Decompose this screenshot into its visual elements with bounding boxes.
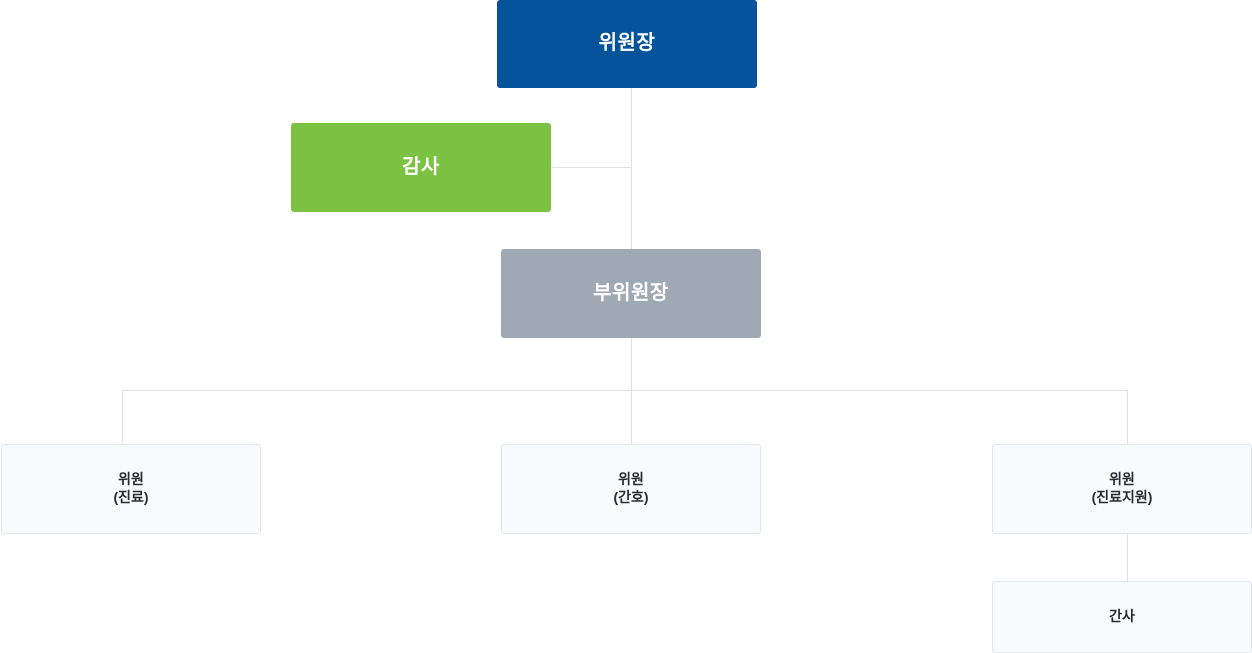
connector-chair-to-vice — [631, 88, 632, 249]
node-secretary-label: 간사 — [1109, 608, 1135, 625]
node-auditor-label: 감사 — [402, 155, 440, 178]
node-vice-chairman-label: 부위원장 — [593, 281, 669, 304]
node-secretary[interactable]: 간사 — [992, 581, 1252, 653]
connector-bus-to-member-support — [1127, 390, 1128, 444]
connector-chair-to-audit — [551, 167, 632, 168]
connector-vice-to-bus — [631, 338, 632, 390]
node-member-nursing-label: 위원 (간호) — [613, 471, 649, 505]
connector-member-bus — [122, 390, 1128, 391]
node-chairman-label: 위원장 — [598, 32, 656, 55]
node-member-support[interactable]: 위원 (진료지원) — [992, 444, 1252, 534]
connector-bus-to-member-medical — [122, 390, 123, 444]
node-chairman[interactable]: 위원장 — [497, 0, 757, 88]
connector-support-to-secretary — [1127, 534, 1128, 581]
node-member-medical[interactable]: 위원 (진료) — [1, 444, 261, 534]
node-auditor[interactable]: 감사 — [291, 123, 551, 212]
node-vice-chairman[interactable]: 부위원장 — [501, 249, 761, 338]
node-member-support-label: 위원 (진료지원) — [1091, 471, 1153, 505]
connector-bus-to-member-nursing — [631, 390, 632, 444]
node-member-nursing[interactable]: 위원 (간호) — [501, 444, 761, 534]
node-member-medical-label: 위원 (진료) — [113, 471, 149, 505]
